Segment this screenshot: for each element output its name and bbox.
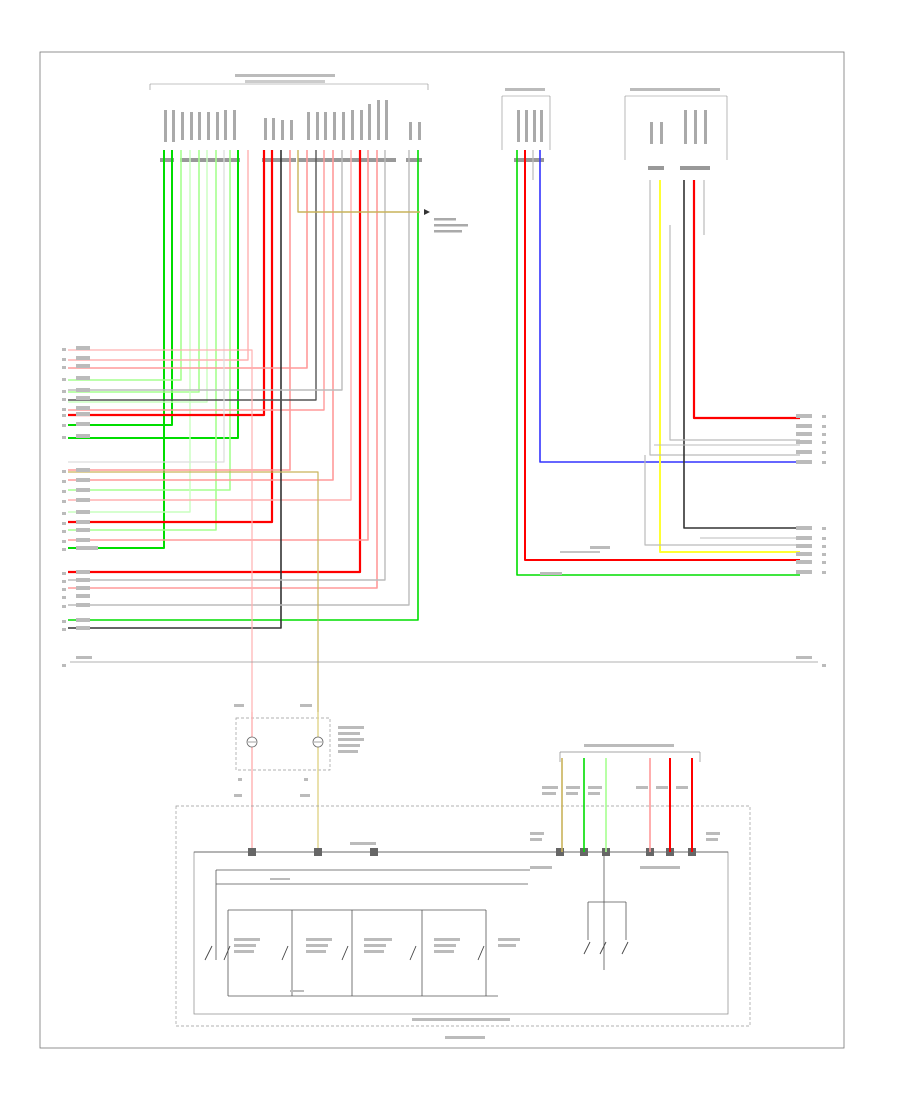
wire-pink-down (68, 349, 253, 712)
wire-gray-4 (68, 150, 225, 463)
wire-red-2 (68, 150, 274, 524)
left-wire-labels (62, 346, 98, 631)
module-inner (193, 851, 729, 1015)
wire-gray-1 (68, 150, 343, 391)
wire-r-yellow (659, 180, 800, 553)
wire-r-green (516, 150, 800, 576)
connector-header-bottom (530, 744, 720, 852)
wire-pink-8 (68, 150, 325, 411)
wire-r-gray-2 (649, 180, 800, 456)
wire-green-3 (68, 150, 239, 439)
section-divider (62, 656, 826, 667)
wire-tan-1 (68, 471, 319, 712)
wire-green-2 (68, 150, 173, 426)
wire-r-gray-6 (644, 455, 800, 546)
wire-pink-3 (68, 150, 308, 369)
wire-tan-branch (297, 150, 420, 213)
wire-lgreen-5 (68, 150, 191, 513)
pin-labels-top (164, 100, 707, 144)
switch-icon (204, 945, 485, 961)
wire-lgreen-1 (68, 150, 182, 381)
wire-green-4 (68, 150, 419, 621)
wire-green-1 (68, 150, 165, 549)
wire-r-red (524, 150, 800, 561)
diagram-frame (39, 51, 845, 1049)
switch-icon (583, 941, 629, 955)
wire-lgreen-2 (68, 150, 200, 393)
wire-black-1 (68, 150, 282, 629)
wire-pink-2 (68, 150, 291, 471)
wire-red-3 (68, 150, 362, 574)
wire-pink-5 (68, 150, 352, 501)
wire-pink-4 (68, 150, 334, 481)
connector-header-left (149, 83, 429, 90)
connector-header-right (501, 95, 728, 160)
wire-lgreen-4 (68, 150, 231, 491)
wire-gray-3 (68, 150, 410, 606)
header-label-right-a (505, 88, 545, 91)
switch-module (175, 805, 751, 1039)
right-wire-labels (540, 414, 826, 575)
wire-red-1 (68, 150, 266, 417)
wire-pink-6 (68, 150, 369, 541)
module-outline (175, 805, 751, 1027)
wire-r-blue (539, 150, 800, 463)
wire-pink-7 (68, 150, 378, 589)
wire-pink-1 (68, 150, 249, 361)
wire-lgreen-3 (68, 150, 217, 531)
wire-black-2 (68, 150, 317, 401)
ground-icon (424, 209, 468, 233)
header-label-right-b (630, 88, 720, 91)
bulb-icon (312, 736, 324, 748)
header-label-left (235, 74, 335, 77)
wire-r-gray-4 (669, 225, 800, 441)
bulb-icon (246, 736, 258, 748)
connector-pins-top (160, 158, 710, 170)
header-sublabel-left (245, 80, 325, 83)
right-wire-bundle (516, 150, 800, 576)
wire-gray-2 (68, 150, 386, 581)
left-wire-bundle (68, 150, 420, 712)
wire-r-black (683, 180, 800, 529)
wire-lgreen-6 (68, 150, 208, 403)
lamp-assembly (234, 704, 364, 850)
wire-r-red-2 (692, 180, 800, 420)
